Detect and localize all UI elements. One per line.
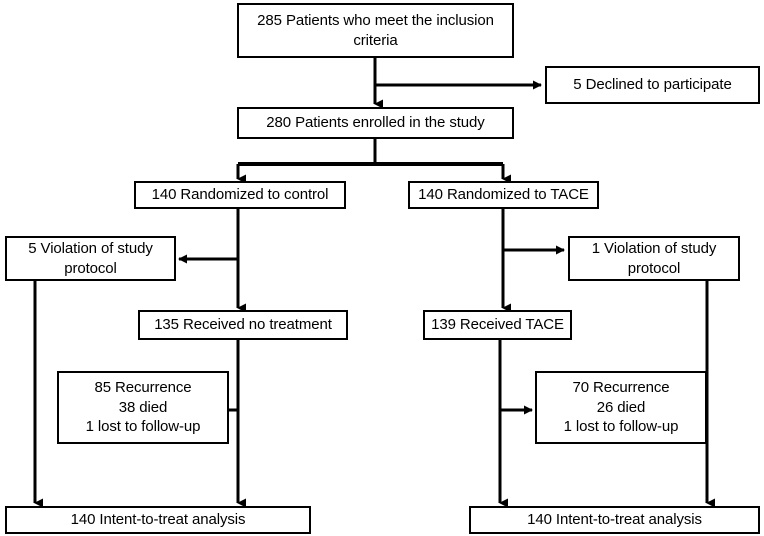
node-violation-right[interactable]: 1 Violation of study protocol	[568, 236, 740, 281]
node-no-treatment[interactable]: 135 Received no treatment	[138, 310, 348, 340]
node-no-treatment-label: 135 Received no treatment	[154, 316, 332, 334]
node-declined[interactable]: 5 Declined to participate	[545, 66, 760, 104]
node-received-tace[interactable]: 139 Received TACE	[423, 310, 572, 340]
node-enrolled-label: 280 Patients enrolled in the study	[266, 114, 485, 132]
node-outcomes-right-line-1: 70 Recurrence	[572, 379, 670, 397]
node-inclusion-label: 285 Patients who meet the inclusion crit…	[257, 12, 494, 49]
node-enrolled[interactable]: 280 Patients enrolled in the study	[237, 107, 514, 139]
node-itt-right-label: 140 Intent-to-treat analysis	[527, 511, 702, 529]
node-outcomes-left-line-3: 1 lost to follow-up	[85, 418, 201, 436]
node-itt-right[interactable]: 140 Intent-to-treat analysis	[469, 506, 760, 534]
node-randomized-control-label: 140 Randomized to control	[151, 186, 329, 204]
node-violation-right-label: 1 Violation of study protocol	[591, 240, 717, 277]
node-randomized-tace-label: 140 Randomized to TACE	[418, 186, 589, 204]
node-violation-left[interactable]: 5 Violation of study protocol	[5, 236, 176, 281]
node-violation-left-label: 5 Violation of study protocol	[28, 240, 153, 277]
node-outcomes-right-line-2: 26 died	[596, 398, 646, 416]
node-outcomes-left-line-1: 85 Recurrence	[94, 379, 192, 397]
node-randomized-tace[interactable]: 140 Randomized to TACE	[408, 181, 599, 209]
node-itt-left[interactable]: 140 Intent-to-treat analysis	[5, 506, 311, 534]
node-declined-label: 5 Declined to participate	[573, 76, 732, 94]
node-itt-left-label: 140 Intent-to-treat analysis	[70, 511, 246, 529]
node-randomized-control[interactable]: 140 Randomized to control	[134, 181, 346, 209]
node-received-tace-label: 139 Received TACE	[431, 316, 564, 334]
node-outcomes-right-line-3: 1 lost to follow-up	[563, 418, 679, 436]
node-outcomes-left[interactable]: 85 Recurrence 38 died 1 lost to follow-u…	[57, 371, 229, 444]
node-outcomes-left-line-2: 38 died	[118, 398, 168, 416]
node-inclusion[interactable]: 285 Patients who meet the inclusion crit…	[237, 3, 514, 58]
node-outcomes-right[interactable]: 70 Recurrence 26 died 1 lost to follow-u…	[535, 371, 707, 444]
